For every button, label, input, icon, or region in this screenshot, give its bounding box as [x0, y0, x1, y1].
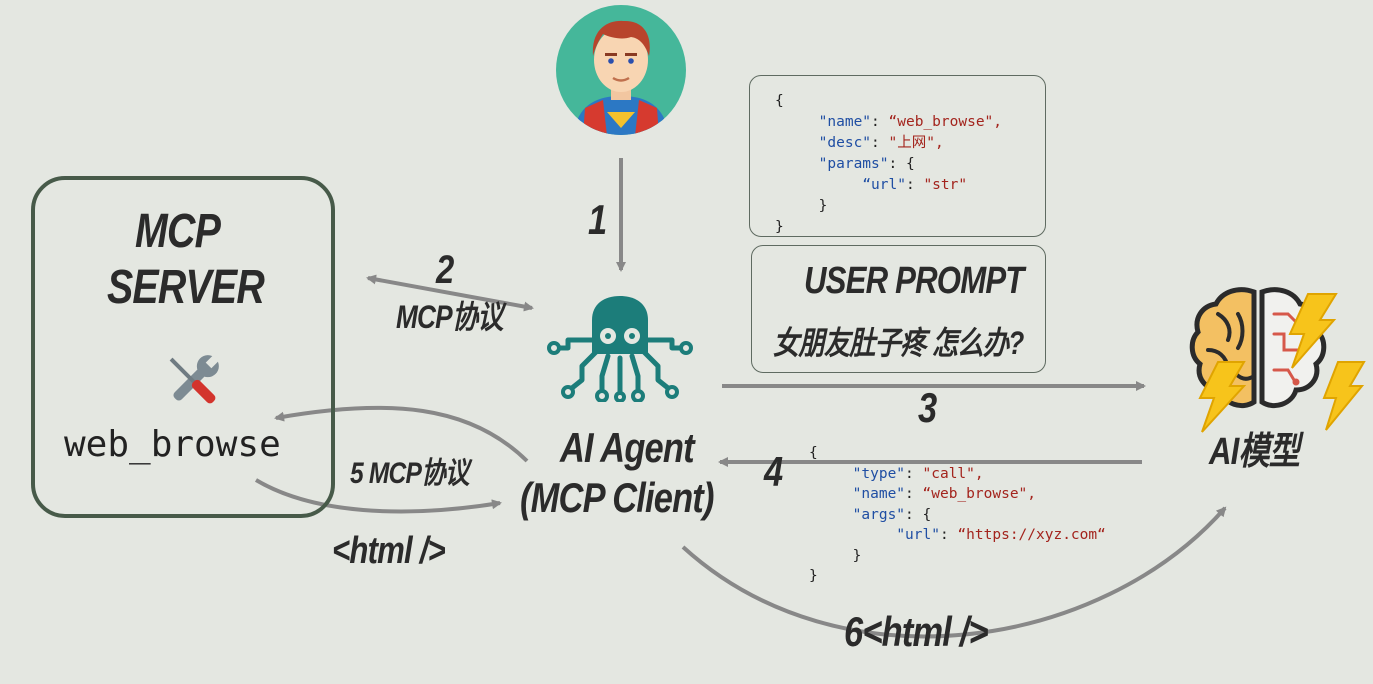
tool-name: web_browse — [64, 424, 281, 465]
call-inner-close: } — [852, 547, 862, 564]
arrow-5-server-to-agent-html — [254, 478, 502, 514]
step-4-label: 4 — [764, 448, 783, 495]
tool-schema-box — [749, 75, 1046, 237]
server-title-line2: SERVER — [107, 261, 265, 314]
call-args-key: "args" — [852, 506, 906, 523]
agent-label-line2: (MCP Client) — [520, 474, 714, 521]
call-type-key: "type" — [852, 465, 906, 482]
schema-close: } — [775, 219, 784, 235]
agent-label-line1: AI Agent — [560, 424, 695, 471]
call-type-value: "call", — [922, 465, 984, 482]
step-1-label: 1 — [588, 196, 607, 243]
call-args-open: : { — [905, 506, 932, 523]
schema-name-value: “web_browse", — [888, 114, 1003, 130]
step-5-html-output: <html /> — [332, 530, 446, 572]
schema-desc-key: "desc" — [818, 135, 872, 151]
schema-url-value: "str" — [923, 177, 968, 193]
call-open: { — [809, 445, 818, 461]
ai-brain-icon — [1189, 287, 1366, 433]
user-avatar-icon — [556, 5, 686, 135]
call-url-value: “https://xyz.com“ — [957, 527, 1106, 543]
schema-desc-value: "上网", — [888, 135, 944, 151]
step-2-protocol-label: MCP协议 — [396, 299, 504, 335]
call-name-value: “web_browse", — [922, 486, 1037, 502]
tool-call-code: { "type": "call", "name": “web_browse", … — [809, 445, 1106, 584]
tool-schema-code: { "name": “web_browse", "desc": "上网", "p… — [775, 93, 1003, 235]
step-2-label: 2 — [436, 248, 454, 292]
step-3-label: 3 — [918, 384, 937, 431]
schema-open: { — [775, 93, 784, 109]
mcp-server-box — [31, 176, 335, 518]
user-prompt-box — [751, 245, 1046, 373]
server-title-line1: MCP — [135, 205, 221, 258]
schema-params-key: "params" — [818, 156, 889, 172]
user-prompt-title: USER PROMPT — [804, 260, 1024, 302]
octopus-icon — [547, 296, 693, 402]
schema-name-key: "name" — [818, 114, 872, 130]
arrow-2-server-agent — [366, 274, 534, 312]
arrow-6-agent-to-model-html — [681, 506, 1227, 639]
schema-inner-close: } — [818, 198, 828, 214]
user-prompt-text: 女朋友肚子疼 怎么办? — [773, 325, 1024, 361]
step-5-label: 5 MCP协议 — [350, 457, 469, 490]
call-close: } — [809, 568, 818, 584]
ai-model-label: AI模型 — [1209, 431, 1300, 473]
call-name-key: "name" — [852, 486, 906, 502]
schema-params-open: : { — [888, 156, 915, 172]
schema-url-key: “url" — [862, 177, 906, 193]
tools-icon — [169, 354, 220, 404]
step-6-label: 6<html /> — [844, 608, 989, 655]
arrow-5-agent-to-server — [274, 405, 529, 463]
call-url-key: "url" — [896, 527, 940, 543]
